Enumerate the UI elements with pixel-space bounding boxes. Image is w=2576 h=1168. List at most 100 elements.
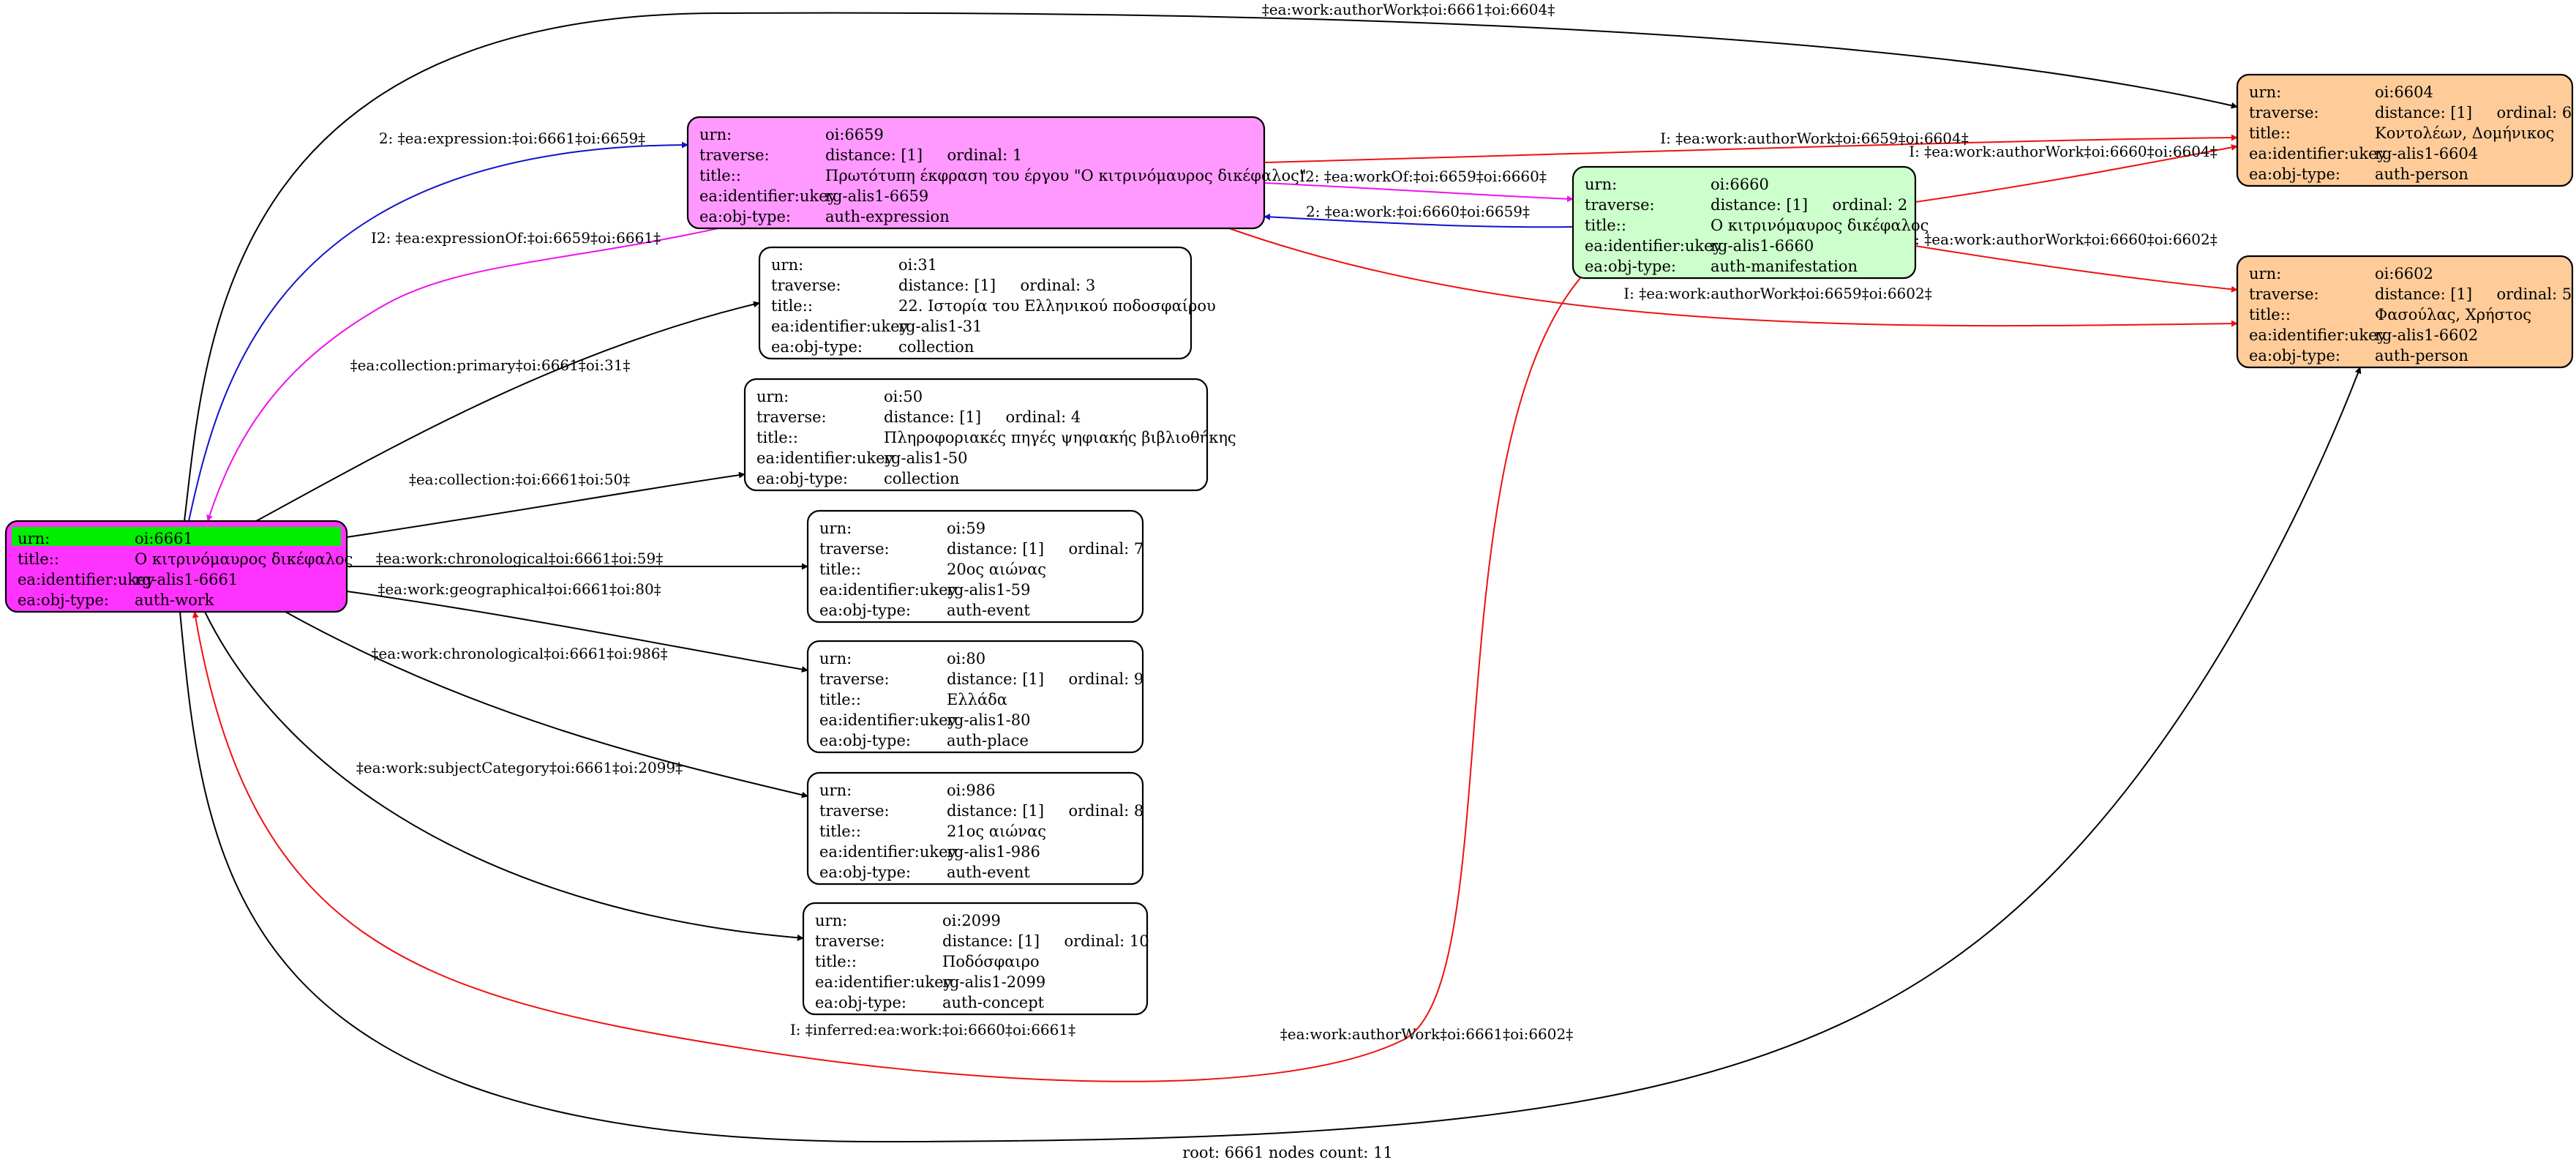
node-field-value: rg-alis1-6660 <box>1711 237 1814 255</box>
node-box <box>2236 255 2574 369</box>
edge-line <box>1915 245 2238 293</box>
node-field-key: traverse: <box>699 146 770 164</box>
node-field-key: traverse: <box>2249 285 2319 303</box>
root-urn-highlight <box>12 527 341 546</box>
node-field-key: ea:obj-type: <box>2249 347 2340 364</box>
node-field-key: urn: <box>1585 176 1617 193</box>
node-field-key: title:: <box>1585 217 1626 234</box>
edge-label: ‡ea:work:chronological‡oi:6661‡oi:59‡ <box>376 550 664 567</box>
node-box <box>686 116 1266 230</box>
node-field-key: ea:obj-type: <box>819 602 911 619</box>
edge-6660-6604: I: ‡ea:work:authorWork‡oi:6660‡oi:6604‡ <box>1909 143 2238 203</box>
node-field-value: rg-alis1-6602 <box>2375 326 2478 344</box>
node-field-value: rg-alis1-986 <box>947 843 1040 861</box>
edge-line <box>184 12 2238 522</box>
node-field-value: collection <box>884 470 959 487</box>
node-field-key: ea:obj-type: <box>815 994 906 1011</box>
node-field-value: distance: [1] ordinal: 8 <box>947 802 1144 820</box>
node-field-value: distance: [1] ordinal: 10 <box>942 932 1149 950</box>
node-box <box>806 771 1144 886</box>
node-field-value: Φασούλας, Χρήστος <box>2375 306 2531 323</box>
node-field-key: title:: <box>815 953 857 970</box>
node-field-key: urn: <box>18 530 50 547</box>
edge-label: I: ‡ea:work:authorWork‡oi:6659‡oi:6602‡ <box>1623 285 1931 302</box>
edges-layer: ‡ea:work:authorWork‡oi:6661‡oi:6604‡2: ‡… <box>179 1 2362 1143</box>
node-field-key: ea:identifier:ukey <box>18 571 155 588</box>
node-field-value: rg-alis1-2099 <box>942 973 1045 991</box>
node-field-key: urn: <box>815 912 847 929</box>
node-field-value: auth-person <box>2375 347 2468 364</box>
node-field-key: title:: <box>819 691 861 708</box>
node-field-value: oi:6659 <box>825 126 884 143</box>
node-field-key: ea:obj-type: <box>819 732 911 749</box>
node-field-key: ea:identifier:ukey <box>771 318 909 335</box>
node-field-key: title:: <box>771 297 813 315</box>
node-field-key: ea:obj-type: <box>699 208 791 225</box>
node-field-value: rg-alis1-31 <box>898 318 983 335</box>
node-field-key: traverse: <box>2249 104 2319 121</box>
node-field-value: 22. Ιστορία του Ελληνικού ποδοσφαίρου <box>898 297 1216 315</box>
edge-6659-6661: I2: ‡ea:expressionOf:‡oi:6659‡oi:6661‡ <box>206 228 719 522</box>
node-field-value: Ελλάδα <box>947 691 1007 708</box>
node-field-key: title:: <box>699 167 741 184</box>
node-field-key: ea:identifier:ukey <box>819 843 957 861</box>
node-field-value: oi:6602 <box>2375 265 2433 282</box>
edge-line <box>206 228 719 522</box>
node-field-value: auth-event <box>947 864 1030 881</box>
edge-label: I: ‡ea:work:authorWork‡oi:6660‡oi:6604‡ <box>1909 143 2217 160</box>
node-field-key: ea:identifier:ukey <box>2249 145 2387 162</box>
edge-6659-6604: I: ‡ea:work:authorWork‡oi:6659‡oi:6604‡ <box>1263 130 2238 163</box>
node-field-key: traverse: <box>815 932 885 950</box>
node-field-value: distance: [1] ordinal: 3 <box>898 277 1095 294</box>
node-field-value: Ο κιτρινόμαυρος δικέφαλος <box>1711 217 1929 234</box>
edge-6661-80: ‡ea:work:geographical‡oi:6661‡oi:80‡ <box>346 580 808 673</box>
node-field-key: ea:identifier:ukey <box>819 581 957 599</box>
node-field-value: Πληροφοριακές πηγές ψηφιακής βιβλιοθήκης <box>884 429 1236 446</box>
node-field-key: ea:obj-type: <box>2249 165 2340 183</box>
edge-6660-6661: I: ‡inferred:ea:work:‡oi:6660‡oi:6661‡ <box>192 277 1581 1082</box>
edge-line <box>192 277 1581 1082</box>
node-field-key: urn: <box>699 126 732 143</box>
edge-line <box>204 611 804 941</box>
edge-label: I2: ‡ea:workOf:‡oi:6659‡oi:6660‡ <box>1299 168 1547 185</box>
edge-6659-6602: I: ‡ea:work:authorWork‡oi:6659‡oi:6602‡ <box>1228 228 2238 327</box>
edge-line <box>188 141 688 522</box>
edge-6660-6602: I: ‡ea:work:authorWork‡oi:6660‡oi:6602‡ <box>1909 231 2238 293</box>
node-oi6604[interactable]: urn: oi:6604 traverse: distance: [1] ordina… <box>2236 73 2574 187</box>
node-field-value: rg-alis1-80 <box>947 711 1031 729</box>
node-box <box>802 902 1149 1016</box>
edge-label: I: ‡inferred:ea:work:‡oi:6660‡oi:6661‡ <box>790 1021 1075 1038</box>
node-field-value: distance: [1] ordinal: 6 <box>2375 104 2572 121</box>
node-field-key: traverse: <box>771 277 841 294</box>
node-field-value: rg-alis1-6604 <box>2375 145 2478 162</box>
edge-6661-50: ‡ea:collection:‡oi:6661‡oi:50‡ <box>346 471 746 538</box>
node-field-key: title:: <box>2249 124 2291 142</box>
node-box <box>1571 165 1917 280</box>
edge-line <box>1915 144 2238 203</box>
node-field-key: title:: <box>819 823 861 840</box>
node-field-value: distance: [1] ordinal: 2 <box>1711 196 1907 214</box>
node-box <box>2236 73 2574 187</box>
node-field-value: auth-expression <box>825 208 950 225</box>
node-field-key: urn: <box>819 782 852 799</box>
edge-line <box>1263 182 1574 203</box>
node-field-value: oi:6604 <box>2375 83 2433 101</box>
edge-line <box>285 611 808 798</box>
node-field-key: ea:obj-type: <box>18 591 109 609</box>
node-field-key: urn: <box>2249 83 2281 101</box>
node-field-key: title:: <box>819 561 861 578</box>
edge-6660-6659: 2: ‡ea:work:‡oi:6660‡oi:6659‡ <box>1263 203 1574 228</box>
node-field-value: oi:986 <box>947 782 996 799</box>
edge-label: I: ‡ea:work:authorWork‡oi:6659‡oi:6604‡ <box>1660 130 1968 147</box>
